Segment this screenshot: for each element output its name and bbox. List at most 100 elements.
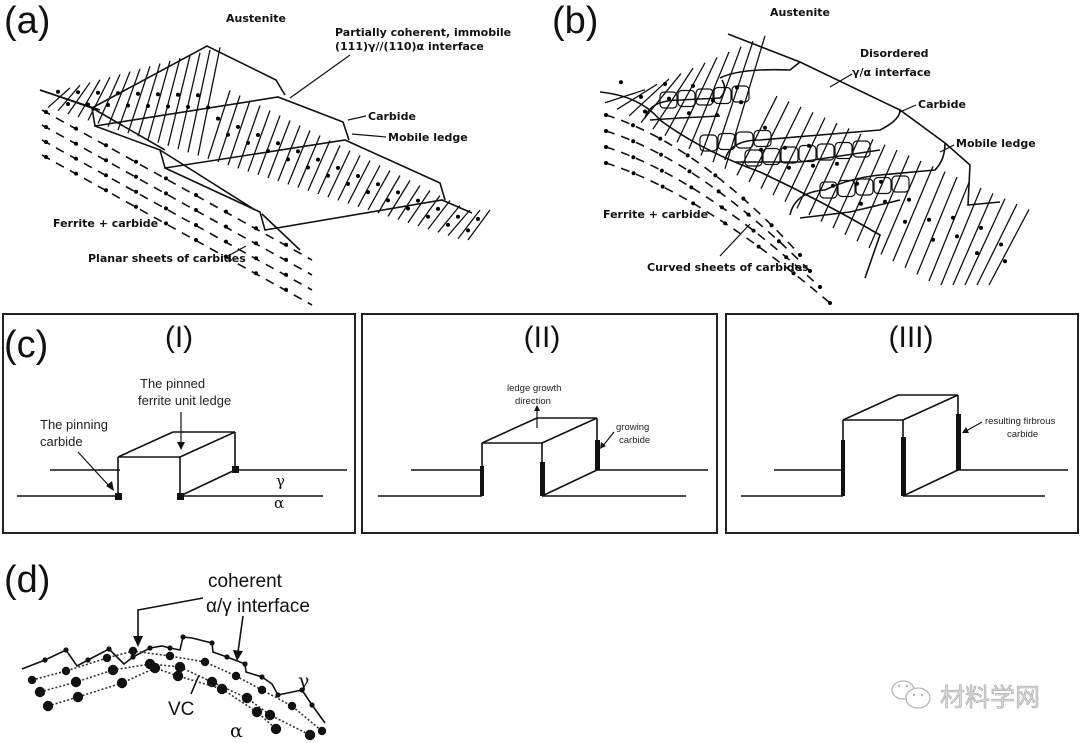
carbide-dot	[106, 102, 110, 107]
carbide-dot	[663, 82, 667, 87]
carbide-dot	[164, 191, 168, 196]
panel-d-interface-label-2: α/γ interface	[206, 596, 310, 617]
interface-atom	[167, 645, 173, 651]
vc-atom	[27, 675, 37, 685]
panel-c-II: (II) ledge growth direction growing carb…	[361, 313, 718, 534]
panel-d-gamma-label: γ	[298, 670, 309, 692]
hatch-line	[832, 138, 874, 229]
carbide-dot	[436, 206, 440, 211]
hatch-line	[724, 35, 766, 169]
panel-c-letter: (c)	[4, 324, 48, 366]
carbide-dot	[44, 140, 48, 144]
carbide-dot	[739, 100, 743, 105]
panel-c-I-pinning-carbide	[115, 493, 122, 500]
hatch-line	[197, 47, 221, 156]
panel-b-interface-pointer	[829, 73, 853, 88]
carbide-dot	[266, 149, 270, 154]
vc-atom	[241, 692, 253, 704]
hatch-line	[916, 176, 958, 275]
carbide-dot	[667, 96, 671, 101]
hatch-line	[700, 46, 742, 156]
carbide-dot	[104, 143, 108, 148]
panel-a-carbide-label: Carbide	[368, 110, 416, 123]
hatch-line	[77, 79, 101, 118]
carbide-dot	[784, 255, 789, 260]
carbide-dot	[104, 173, 108, 178]
vc-atom	[174, 661, 186, 673]
carbide-dot	[631, 155, 636, 160]
panel-d: (d) coherent α/γ interface γ α VC	[4, 559, 327, 742]
hatch-line	[157, 57, 181, 143]
hatch-line	[664, 62, 706, 137]
panel-a: (a) Austenite Partially coherent, immobi…	[4, 0, 511, 306]
panel-c-III-fibrous-carbide	[901, 437, 906, 496]
panel-c-I-pinning-carbide	[177, 493, 184, 500]
carbide-dot	[769, 223, 774, 228]
carbide-dot	[659, 168, 664, 173]
carbide-dot	[751, 228, 756, 233]
carbide-dot	[691, 201, 696, 206]
carbide-dot	[811, 163, 815, 168]
carbide-dot	[859, 201, 863, 206]
panel-b-carbide-label: Carbide	[918, 98, 966, 111]
interface-atom	[275, 692, 281, 698]
vc-atom	[287, 701, 297, 711]
vc-atom	[317, 726, 327, 736]
hatch-line	[772, 111, 814, 196]
panel-c-II-ledge-box	[378, 417, 708, 497]
panel-c-III-carbide-label-1: resulting firbrous	[985, 416, 1055, 427]
panel-c-II-carbide-label-2: carbide	[619, 435, 650, 446]
carbide-dot	[711, 98, 715, 103]
vc-atom	[107, 664, 119, 676]
interface-atom	[42, 657, 48, 663]
carbide-dot	[639, 94, 643, 99]
hatch-line	[167, 55, 191, 147]
carbide-dot	[76, 90, 80, 95]
carbide-dot	[224, 224, 228, 229]
carbide-dot	[406, 206, 410, 211]
carbide-dot	[276, 141, 280, 146]
carbide-dot	[691, 83, 695, 88]
panel-d-letter: (d)	[4, 559, 50, 601]
carbide-sheet	[605, 130, 811, 272]
hatch-line	[712, 40, 754, 163]
panel-a-ferrite-carbide-sheets	[41, 109, 313, 306]
interface-cell	[695, 88, 714, 106]
carbide-dot	[254, 241, 258, 246]
carbide-sheet	[41, 109, 313, 261]
panel-a-austenite-hatching	[47, 47, 491, 241]
hatch-line	[177, 52, 201, 150]
panel-c-I-carbide-label-2: carbide	[40, 434, 83, 449]
carbide-dot	[808, 269, 812, 273]
carbide-dot	[715, 113, 719, 118]
arrowhead-icon	[133, 636, 143, 647]
carbide-dot	[687, 169, 692, 174]
carbide-dot	[254, 226, 258, 231]
carbide-sheet	[605, 162, 831, 304]
carbide-dot	[831, 183, 835, 188]
carbide-dot	[456, 214, 460, 219]
hatch-line	[417, 195, 441, 227]
interface-atom	[299, 687, 305, 693]
carbide-dot	[807, 143, 811, 148]
wechat-icon	[891, 680, 931, 709]
vc-atom	[200, 657, 210, 667]
hatch-line	[47, 87, 71, 109]
hatch-line	[640, 73, 682, 123]
panel-c-II-growing-carbide	[480, 466, 484, 496]
panel-c-III-numeral: (III)	[889, 321, 934, 354]
interface-atom	[130, 654, 136, 660]
carbide-dot	[194, 238, 198, 242]
hatch-line	[736, 95, 778, 176]
vc-atom	[70, 676, 82, 688]
carbide-dot	[284, 272, 288, 277]
carbide-dot	[116, 91, 120, 96]
carbide-dot	[604, 145, 608, 149]
panel-c-I-carbide-label-1: The pinning	[40, 417, 108, 432]
carbide-dot	[798, 253, 802, 257]
carbide-dot	[134, 189, 138, 194]
panel-b-sheets-pointer	[719, 223, 751, 257]
carbide-dot	[619, 80, 623, 85]
panel-c-I-ledge-label-2: ferrite unit ledge	[138, 393, 231, 408]
hatch-line	[147, 60, 171, 140]
